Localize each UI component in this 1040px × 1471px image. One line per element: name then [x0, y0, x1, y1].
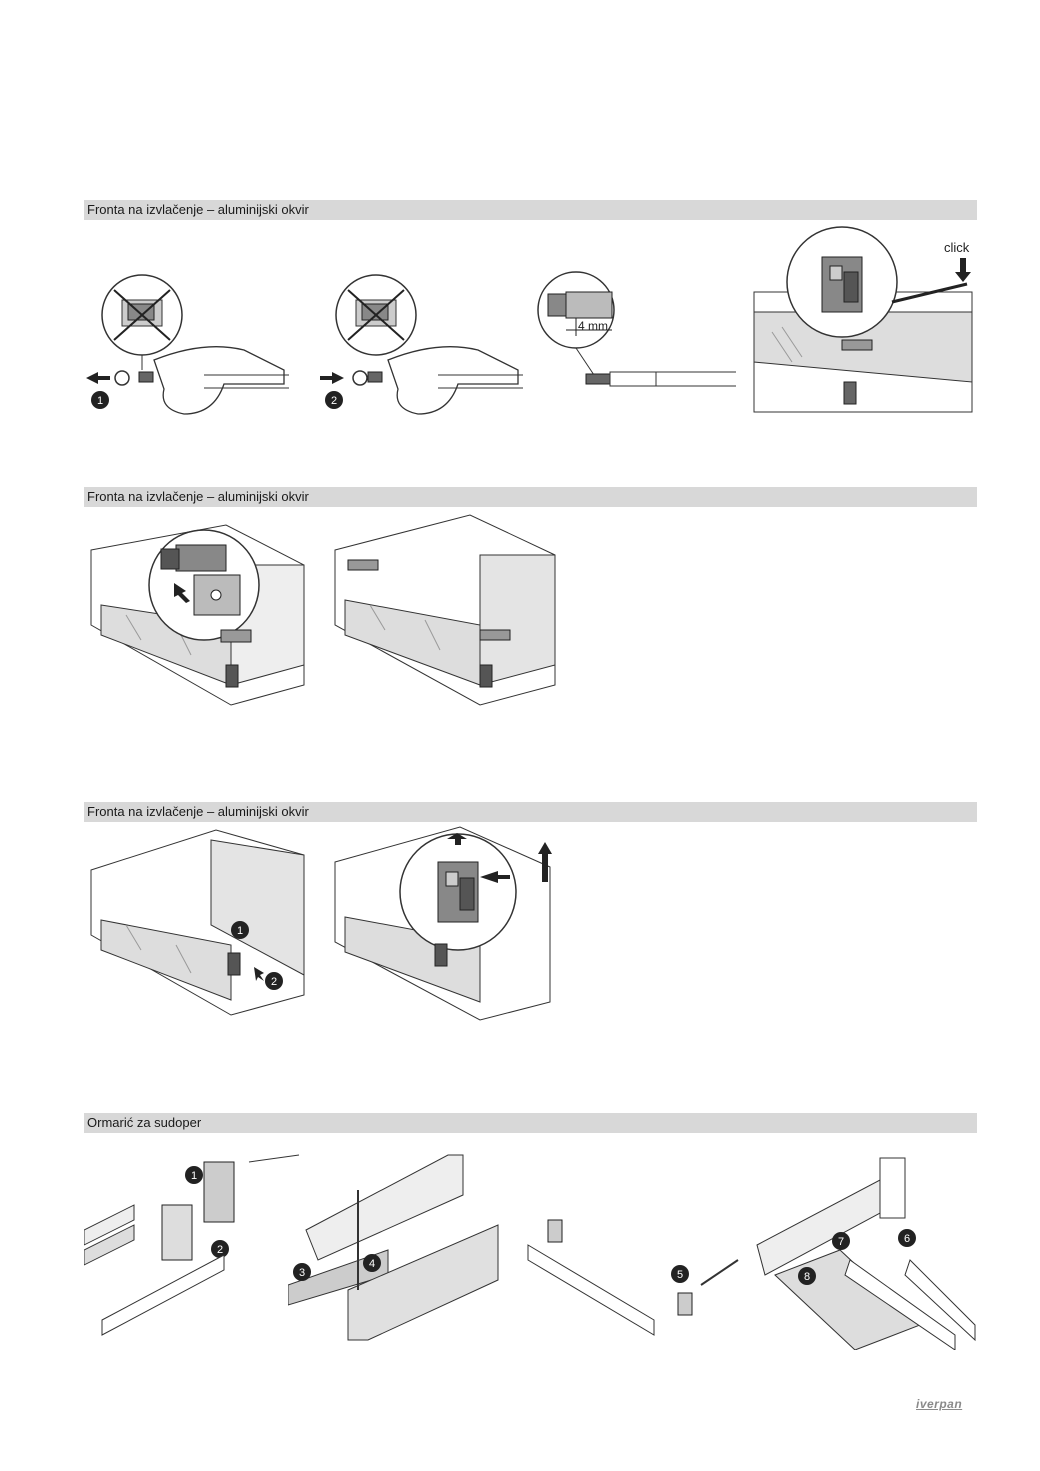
illustration-sink-step6-8: 7 6 8 [756, 1157, 976, 1350]
brand-logo: iverpan [916, 1397, 963, 1411]
svg-text:click: click [944, 240, 970, 255]
svg-text:2: 2 [331, 395, 337, 407]
svg-text:4 mm: 4 mm [578, 319, 608, 333]
illustration-remove-front: 1 2 [90, 829, 305, 1016]
svg-text:3: 3 [299, 1267, 305, 1279]
svg-text:8: 8 [804, 1271, 810, 1283]
svg-text:4: 4 [369, 1258, 375, 1270]
svg-text:2: 2 [271, 976, 277, 988]
illustration-click-front: click [753, 226, 973, 413]
svg-text:7: 7 [838, 1236, 844, 1248]
illustration-sink-step1-2: 1 2 [84, 1154, 300, 1336]
illustration-sink-step5: 5 [527, 1219, 739, 1336]
illustration-release-clip [334, 826, 552, 1021]
illustration-measure-4mm: 4 mm [537, 271, 736, 387]
illustration-sink-step3-4: 3 4 [288, 1154, 499, 1341]
svg-text:1: 1 [97, 395, 103, 407]
illustration-step2-screw: 2 [320, 274, 523, 415]
section-title-1: Fronta na izvlačenje – aluminijski okvir [84, 200, 977, 220]
section-title-2: Fronta na izvlačenje – aluminijski okvir [84, 487, 977, 507]
svg-text:1: 1 [237, 925, 243, 937]
illustration-drawer-insert-connector [90, 524, 305, 706]
svg-text:1: 1 [191, 1170, 197, 1182]
illustration-drawer-assembled [334, 514, 556, 706]
svg-text:6: 6 [904, 1233, 910, 1245]
svg-text:5: 5 [677, 1269, 683, 1281]
svg-text:2: 2 [217, 1244, 223, 1256]
illustration-step1-unscrew: 1 [86, 274, 289, 415]
section-title-3: Fronta na izvlačenje – aluminijski okvir [84, 802, 977, 822]
section-title-4: Ormarić za sudoper [84, 1113, 977, 1133]
